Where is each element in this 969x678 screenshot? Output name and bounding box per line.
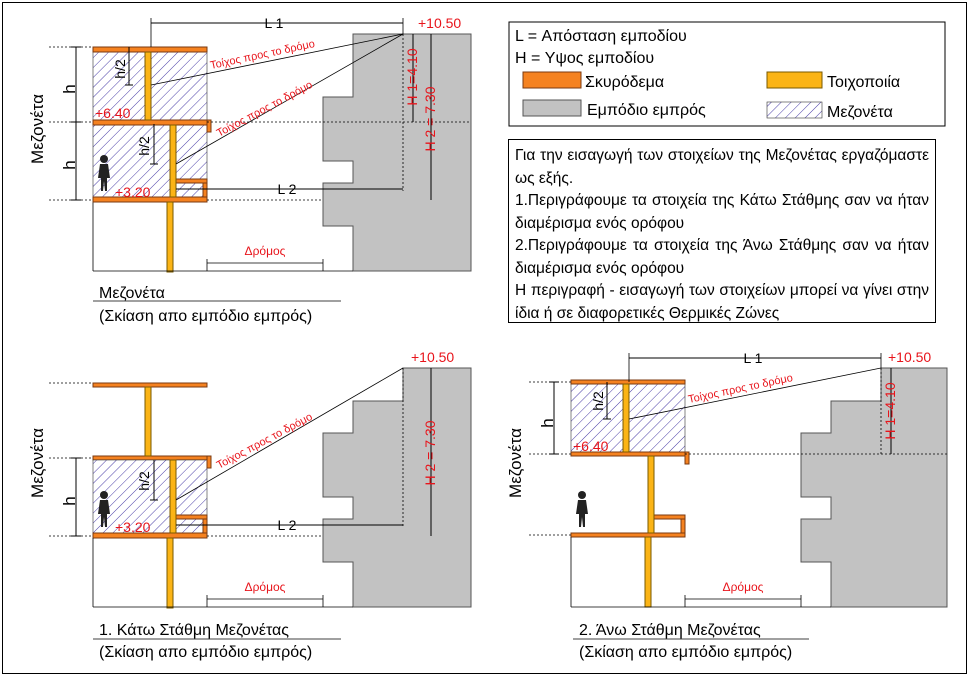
note-line-intro: Για την εισαγωγή των στοιχείων της Μεζον… bbox=[515, 147, 929, 187]
l2-label: L 2 bbox=[278, 181, 297, 197]
instructions-note: Για την εισαγωγή των στοιχείων της Μεζον… bbox=[508, 139, 936, 323]
wall-to-road: Τοίχος προς το δρόμο bbox=[215, 411, 315, 472]
legend-l-def: L = Απόσταση εμποδίου bbox=[515, 28, 687, 45]
h-half: h/2 bbox=[590, 391, 606, 411]
note-line-remark: Η περιγραφή - εισαγωγή των στοιχείων μπο… bbox=[515, 282, 929, 322]
h2-label: H 2 = 7.30 bbox=[422, 86, 438, 151]
panel-lower-title: 1. Κάτω Στάθμη Μεζονέτας bbox=[99, 622, 289, 639]
road-label: Δρόμος bbox=[245, 244, 286, 258]
l2-label: L 2 bbox=[278, 517, 297, 533]
lower-level-hatch bbox=[92, 459, 208, 537]
h1-label: H 1=4.10 bbox=[882, 382, 898, 439]
note-line-step1: 1.Περιγράφουμε τα στοιχεία της Κάτω Στάθ… bbox=[515, 192, 929, 232]
legend-concrete: Σκυρόδεμα bbox=[585, 74, 664, 91]
panel-main-subtitle: (Σκίαση απο εμπόδιο εμπρός) bbox=[99, 308, 312, 325]
obstacle-building bbox=[800, 367, 948, 608]
h-label: h bbox=[538, 418, 557, 427]
h-half-upper: h/2 bbox=[112, 59, 128, 79]
elev-top-label: +10.50 bbox=[418, 15, 461, 31]
elev-top-label: +10.50 bbox=[888, 349, 931, 365]
h-label-upper: h bbox=[60, 84, 79, 93]
concrete-swatch bbox=[522, 71, 582, 89]
panel-main: Μεζονέτα h h h/2 h/2 L 1 L 2 +10.50 +6.4… bbox=[28, 15, 472, 325]
road-label: Δρόμος bbox=[723, 580, 764, 594]
l1-label: L 1 bbox=[744, 350, 763, 366]
panel-lower-subtitle: (Σκίαση απο εμπόδιο εμπρός) bbox=[99, 644, 312, 661]
elev-upper-label: +6.40 bbox=[573, 438, 609, 454]
elev-upper-label: +6.40 bbox=[95, 105, 131, 121]
legend: L = Απόσταση εμποδίου H = Υψος εμποδίου … bbox=[508, 21, 946, 127]
h1-label: H 1=4.10 bbox=[404, 48, 420, 105]
panel-main-title: Μεζονέτα bbox=[99, 285, 165, 302]
wall-to-road-lower: Τοίχος προς το δρόμο bbox=[215, 79, 315, 140]
panel-upper: Μεζονέτα h h/2 L 1 +10.50 +6.40 H 1=4.10… bbox=[506, 349, 948, 661]
elev-lower-label: +3.20 bbox=[115, 519, 151, 535]
masonry-swatch bbox=[766, 71, 823, 89]
panel-upper-subtitle: (Σκίαση απο εμπόδιο εμπρός) bbox=[579, 644, 792, 661]
obstacle-building bbox=[322, 367, 472, 608]
l1-label: L 1 bbox=[265, 15, 284, 31]
road-label: Δρόμος bbox=[245, 580, 286, 594]
h-half-lower: h/2 bbox=[136, 136, 152, 156]
legend-maisonette: Μεζονέτα bbox=[827, 104, 893, 121]
h2-label: H 2 = 7.30 bbox=[422, 420, 438, 485]
diagram-canvas: Μεζονέτα h h h/2 h/2 L 1 L 2 +10.50 +6.4… bbox=[28, 15, 948, 661]
panel-upper-title: 2. Άνω Στάθμη Μεζονέτας bbox=[579, 622, 761, 639]
person-icon bbox=[576, 491, 588, 527]
panel-lower: Μεζονέτα h h/2 L 2 +10.50 +3.20 H 2 = 7.… bbox=[28, 349, 472, 661]
elev-top-label: +10.50 bbox=[411, 349, 454, 365]
elev-lower-label: +3.20 bbox=[115, 184, 151, 200]
hatch-swatch bbox=[766, 101, 823, 119]
maisonette-label: Μεζονέτα bbox=[28, 428, 47, 498]
lower-level-hatch bbox=[92, 123, 208, 201]
legend-h-def: H = Υψος εμποδίου bbox=[515, 50, 654, 67]
note-line-step2: 2.Περιγράφουμε τα στοιχεία της Άνω Στάθμ… bbox=[515, 237, 929, 277]
maisonette-label: Μεζονέτα bbox=[506, 428, 525, 498]
obstacle-swatch bbox=[522, 99, 582, 117]
h-label: h bbox=[60, 496, 79, 505]
legend-obstacle: Εμπόδιο εμπρός bbox=[587, 102, 706, 119]
h-half: h/2 bbox=[136, 471, 152, 491]
h-label-lower: h bbox=[60, 160, 79, 169]
obstacle-building bbox=[322, 33, 472, 272]
maisonette-label: Μεζονέτα bbox=[28, 94, 47, 164]
legend-masonry: Τοιχοποιία bbox=[827, 74, 900, 91]
